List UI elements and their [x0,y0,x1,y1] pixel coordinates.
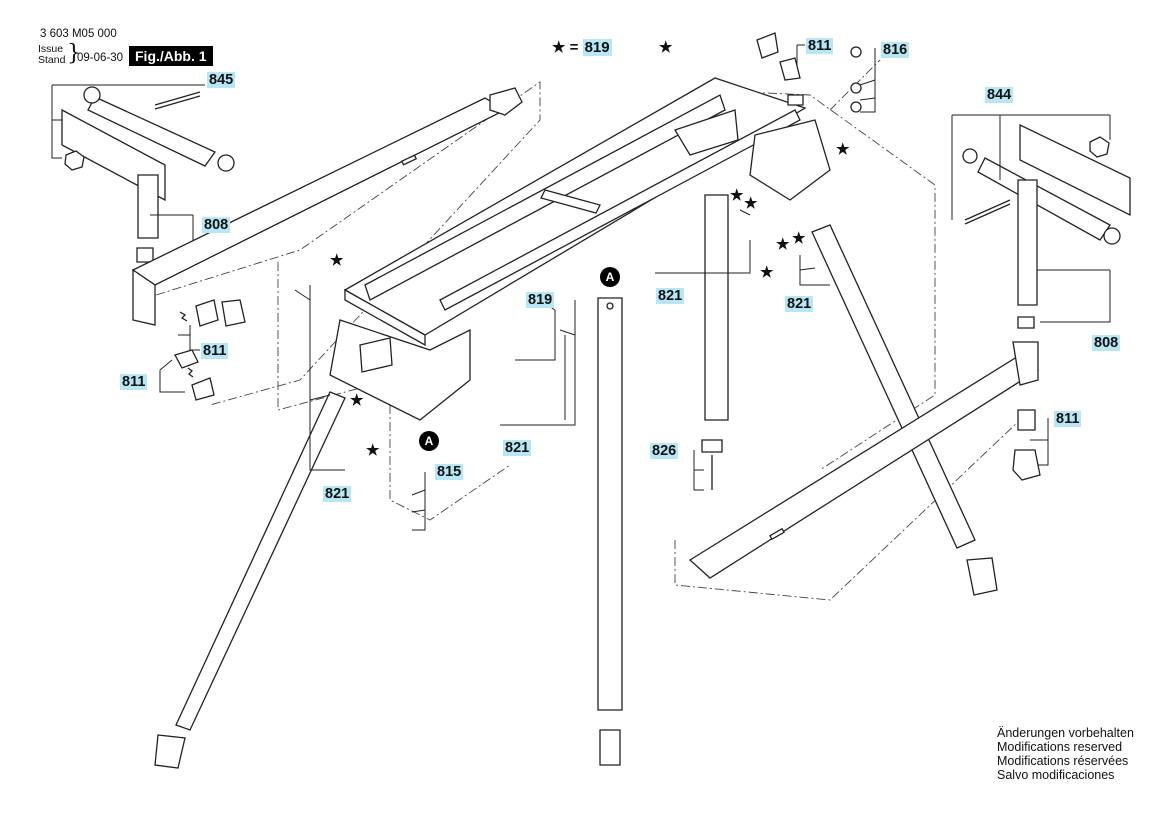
figure-label: Fig./Abb. 1 [129,46,213,66]
part-label-819: 819 [526,292,555,308]
leader-821-right [799,255,830,286]
part-label-821-center: 821 [656,288,685,304]
right-roller-support [962,123,1131,329]
stand-label: Stand [38,54,66,66]
star-icon: ★ [330,252,344,269]
part-label-844: 844 [985,87,1014,103]
star-icon: ★ [760,264,774,281]
brace-symbol: } [67,41,81,66]
leader-811-left-b [159,359,185,393]
left-rail [131,87,523,326]
leader-811-right [1030,418,1049,466]
assembly-boundary-bottom [674,419,1021,601]
star-icon: ★ [366,442,380,459]
star-icon: ★ [792,230,806,247]
note-es: Salvo modificaciones [997,768,1115,782]
part-label-821-mid: 821 [503,440,532,456]
part-label-821-left: 821 [323,486,352,502]
part-label-808-right: 808 [1092,335,1121,351]
star-icon: ★ [836,141,850,158]
issue-block: Issue Stand [38,44,65,66]
leader-845 [51,84,205,159]
part-label-808-left: 808 [202,217,231,233]
issue-label: Issue [38,43,64,55]
issue-date: 09-06-30 [77,52,124,64]
right-rail [688,341,1040,579]
leader-819 [515,299,556,361]
center-front-leg [597,297,623,766]
part-label-811-left-a: 811 [201,343,229,359]
leader-844 [951,114,1111,220]
leader-811-left-a [178,325,200,351]
leader-821-mid [500,300,576,426]
star-icon: ★ [730,187,744,204]
part-label-826: 826 [650,443,679,459]
leader-815 [411,472,426,531]
center-frame [329,77,831,421]
part-label-845: 845 [207,72,236,88]
leader-826 [693,450,704,491]
note-de: Änderungen vorbehalten [997,726,1134,740]
left-roller-support [61,86,235,263]
note-en: Modifications reserved [997,740,1123,754]
note-fr: Modifications réservées [997,754,1129,768]
leader-811-top [796,44,805,65]
star-icon: ★ [350,392,364,409]
front-left-leg [154,391,346,769]
star-icon: ★ [552,39,566,56]
assembly-boundary-left [139,81,541,406]
leader-821-center [655,209,751,274]
assembly-boundary-center [277,262,511,521]
leader-808-right [1037,269,1111,323]
center-rear-leg [701,194,729,490]
star-icon: ★ [744,195,758,212]
part-label-811-right: 811 [1054,411,1082,427]
modifications-note: Änderungen vorbehalten Modifications res… [997,726,1134,782]
part-label-811-left-b: 811 [120,374,148,390]
part-label-821-right: 821 [785,296,814,312]
part-label-811-top: 811 [806,38,834,54]
top-right-hardware [756,32,862,113]
assembly-boundary-right [699,89,936,471]
legend-equals: = [569,39,579,56]
star-icon: ★ [776,236,790,253]
left-clamp-parts [174,299,246,401]
part-label-816: 816 [881,42,910,58]
callout-a-left: A [419,431,439,451]
star-legend: ★ = 819 [552,38,612,56]
leader-821-left [294,285,345,471]
legend-part-number: 819 [582,39,612,56]
part-label-815: 815 [435,464,464,480]
right-knob-parts [1012,409,1041,481]
document-number: 3 603 M05 000 [40,28,117,40]
leader-816 [859,48,876,113]
callout-a-mid: A [600,267,620,287]
star-icon: ★ [659,39,673,56]
